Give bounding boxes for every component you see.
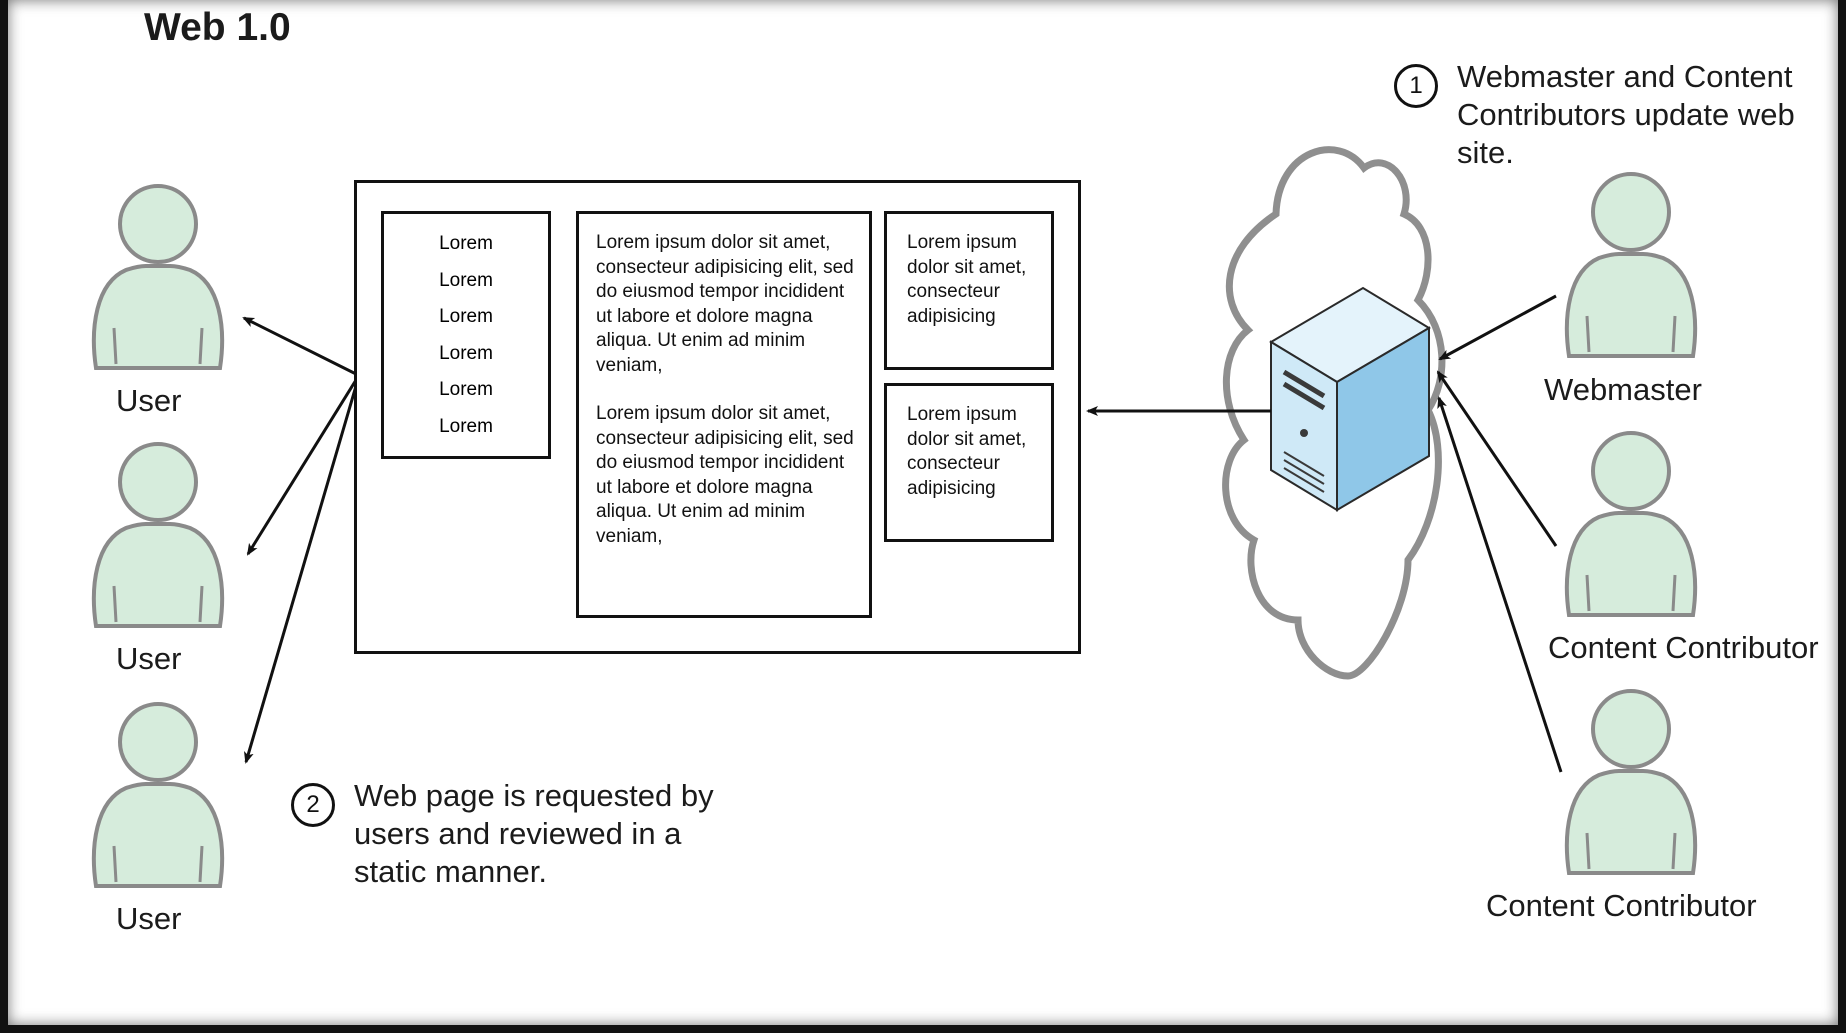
request-arrows	[242, 316, 358, 764]
webmaster-icon	[1564, 172, 1698, 358]
nav-item: Lorem	[439, 306, 493, 327]
user-icon	[91, 184, 225, 370]
content-contributor-icon	[1564, 431, 1698, 617]
step2-number: 2	[291, 783, 335, 827]
content-contributor-label: Content Contributor	[1548, 630, 1819, 665]
step2-note: Web page is requested by users and revie…	[354, 778, 714, 889]
step1-note: Webmaster and Content Contributors updat…	[1457, 59, 1795, 170]
side-box: Lorem ipsum dolor sit amet, consecteur a…	[884, 211, 1054, 370]
update-arrows	[1436, 294, 1563, 773]
content-contributor-label: Content Contributor	[1486, 888, 1757, 923]
side-box-text: Lorem ipsum dolor sit amet, consecteur a…	[907, 232, 1027, 327]
side-box: Lorem ipsum dolor sit amet, consecteur a…	[884, 383, 1054, 542]
diagram-graphics	[91, 146, 1698, 888]
main-paragraph: Lorem ipsum dolor sit amet, consecteur a…	[596, 232, 854, 376]
user-label: User	[116, 383, 182, 418]
user-icon	[91, 442, 225, 628]
nav-item: Lorem	[439, 415, 493, 437]
content-contributor-icon	[1564, 689, 1698, 875]
side-box-text: Lorem ipsum dolor sit amet, consecteur a…	[907, 404, 1027, 499]
user-label: User	[116, 641, 182, 676]
main-paragraph: Lorem ipsum dolor sit amet, consecteur a…	[596, 403, 854, 547]
server-icon	[1269, 286, 1431, 512]
nav-item: Lorem	[439, 269, 493, 291]
web-page: Lorem Lorem Lorem Lorem Lorem Lorem Lore…	[354, 180, 1081, 654]
nav-item: Lorem	[439, 233, 493, 254]
nav-item: Lorem	[439, 342, 493, 364]
diagram-frame: Web 1.0 1 Webmaster and Content Contribu…	[8, 0, 1838, 1025]
user-icon	[91, 702, 225, 888]
diagram-title: Web 1.0	[144, 6, 291, 49]
nav-column: Lorem Lorem Lorem Lorem Lorem Lorem	[381, 211, 551, 459]
step1-number: 1	[1394, 64, 1438, 108]
user-label: User	[116, 901, 182, 936]
main-content: Lorem ipsum dolor sit amet, consecteur a…	[576, 211, 872, 618]
webmaster-label: Webmaster	[1544, 372, 1702, 407]
nav-item: Lorem	[439, 379, 493, 400]
